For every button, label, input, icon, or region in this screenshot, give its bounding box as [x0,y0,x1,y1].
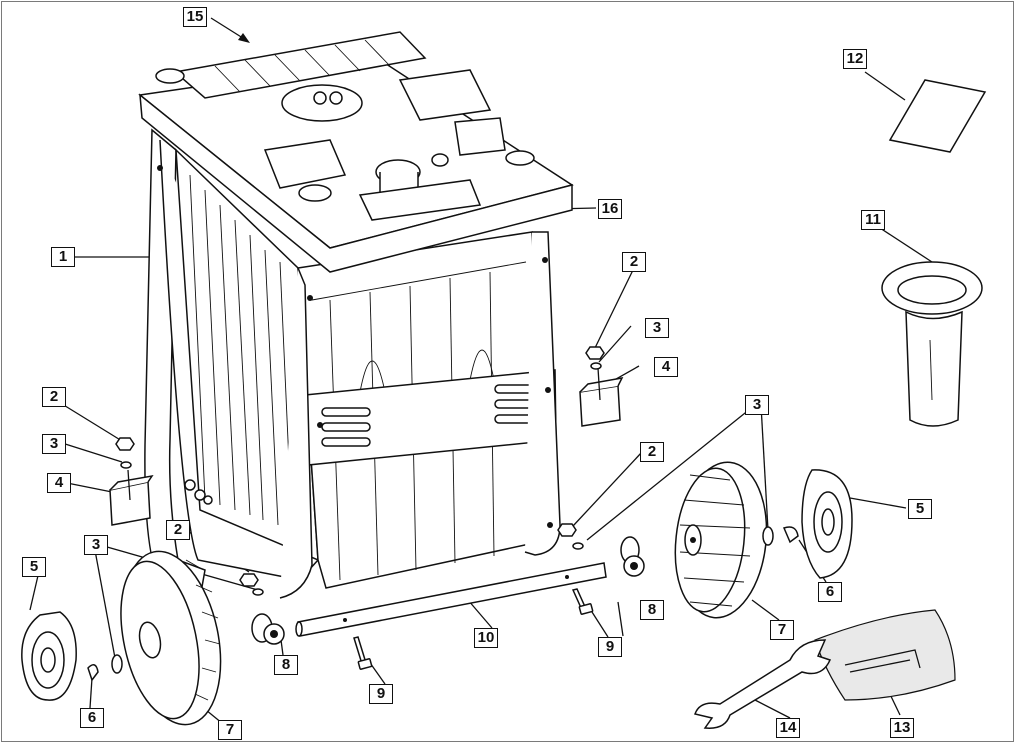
callout-4-left: 4 [47,473,71,493]
callout-8-right: 8 [640,600,664,620]
callout-10: 10 [474,628,498,648]
callout-2-left: 2 [42,387,66,407]
callout-6-left: 6 [80,708,104,728]
callout-2-lower-left: 2 [166,520,190,540]
callout-3-left: 3 [42,434,66,454]
wheel-cover-right-part-5 [801,469,853,579]
bolt-parts-9 [353,588,594,670]
washer-right-part-3 [762,526,774,546]
callout-3-right-wheel: 3 [745,395,769,415]
callout-7-right: 7 [770,620,794,640]
callout-9-left: 9 [369,684,393,704]
callout-7-left: 7 [218,720,242,740]
handle-grip-part-11 [881,261,983,427]
manual-part-12 [888,79,987,153]
callout-1: 1 [51,247,75,267]
pin-right-part-6 [782,526,799,544]
wheel-cover-left-part-5 [21,611,77,701]
callout-3-upper-right: 3 [645,318,669,338]
callout-16: 16 [598,199,622,219]
callout-12: 12 [843,49,867,69]
foot-parts-4 [109,367,624,526]
callout-4-right: 4 [654,357,678,377]
wrench-part-14 [694,639,832,729]
callout-5-right: 5 [908,499,932,519]
tool-bag-part-13 [814,609,956,701]
callout-3-lower-left: 3 [84,535,108,555]
washer-left-part-3 [111,654,123,674]
callout-2-upper-right: 2 [622,252,646,272]
nuts-and-washers-parts-2-3 [115,346,605,596]
axle-part-10 [295,562,607,637]
callout-15: 15 [183,7,207,27]
callout-2-lower-right: 2 [640,442,664,462]
callout-9-right: 9 [598,637,622,657]
callout-13: 13 [890,718,914,738]
callout-5-left: 5 [22,557,46,577]
wheel-right-part-7 [674,461,768,619]
pin-left-part-6 [87,664,99,682]
wheel-left-part-7 [120,550,222,726]
callout-11: 11 [861,210,885,230]
callout-14: 14 [776,718,800,738]
main-body-part-1 [138,31,574,599]
callout-6-right: 6 [818,582,842,602]
hub-parts-8 [251,536,645,645]
callout-8-left: 8 [274,655,298,675]
